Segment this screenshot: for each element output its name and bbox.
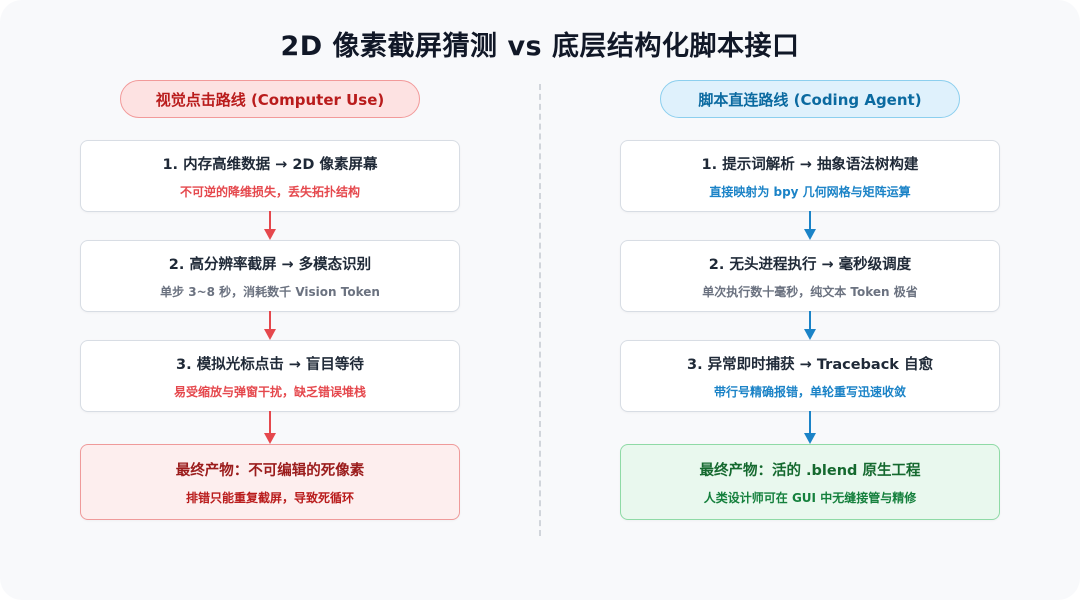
left-final-title: 最终产物：不可编辑的死像素 bbox=[175, 462, 365, 479]
left-final-note: 排错只能重复截屏，导致死循环 bbox=[185, 490, 354, 505]
left-arrow-2 bbox=[263, 311, 277, 341]
left-step-2: 2. 高分辨率截屏 → 多模态识别 单步 3~8 秒，消耗数千 Vision T… bbox=[80, 240, 460, 312]
right-step-2-title: 2. 无头进程执行 → 毫秒级调度 bbox=[708, 256, 912, 273]
right-step-3: 3. 异常即时捕获 → Traceback 自愈 带行号精确报错，单轮重写迅速收… bbox=[620, 340, 1000, 412]
right-arrow-2 bbox=[803, 311, 817, 341]
right-step-3-note: 带行号精确报错，单轮重写迅速收敛 bbox=[713, 384, 906, 399]
right-step-1-note: 直接映射为 bpy 几何网格与矩阵运算 bbox=[709, 184, 911, 199]
left-step-2-note: 单步 3~8 秒，消耗数千 Vision Token bbox=[160, 284, 380, 299]
right-route-header: 脚本直连路线 (Coding Agent) bbox=[660, 80, 960, 118]
center-divider bbox=[539, 84, 541, 536]
left-step-3: 3. 模拟光标点击 → 盲目等待 易受缩放与弹窗干扰，缺乏错误堆栈 bbox=[80, 340, 460, 412]
left-step-3-title: 3. 模拟光标点击 → 盲目等待 bbox=[176, 356, 364, 373]
left-step-1-note: 不可逆的降维损失，丢失拓扑结构 bbox=[179, 184, 360, 199]
right-final-note: 人类设计师可在 GUI 中无缝接管与精修 bbox=[703, 490, 917, 505]
right-final-title: 最终产物：活的 .blend 原生工程 bbox=[699, 462, 921, 479]
left-step-1-title: 1. 内存高维数据 → 2D 像素屏幕 bbox=[162, 156, 378, 173]
right-step-2-note: 单次执行数十毫秒，纯文本 Token 极省 bbox=[702, 284, 918, 299]
right-arrow-3 bbox=[803, 411, 817, 444]
left-route-header: 视觉点击路线 (Computer Use) bbox=[120, 80, 420, 118]
right-step-1-title: 1. 提示词解析 → 抽象语法树构建 bbox=[701, 156, 919, 173]
right-step-1: 1. 提示词解析 → 抽象语法树构建 直接映射为 bpy 几何网格与矩阵运算 bbox=[620, 140, 1000, 212]
diagram-title: 2D 像素截屏猜测 vs 底层结构化脚本接口 bbox=[280, 31, 800, 62]
left-step-3-note: 易受缩放与弹窗干扰，缺乏错误堆栈 bbox=[173, 384, 366, 399]
left-arrow-3 bbox=[263, 411, 277, 444]
right-final-result: 最终产物：活的 .blend 原生工程 人类设计师可在 GUI 中无缝接管与精修 bbox=[620, 444, 1000, 520]
right-step-2: 2. 无头进程执行 → 毫秒级调度 单次执行数十毫秒，纯文本 Token 极省 bbox=[620, 240, 1000, 312]
left-step-1: 1. 内存高维数据 → 2D 像素屏幕 不可逆的降维损失，丢失拓扑结构 bbox=[80, 140, 460, 212]
left-arrow-1 bbox=[263, 211, 277, 241]
right-arrow-1 bbox=[803, 211, 817, 241]
right-step-3-title: 3. 异常即时捕获 → Traceback 自愈 bbox=[686, 356, 933, 373]
left-step-2-title: 2. 高分辨率截屏 → 多模态识别 bbox=[168, 256, 372, 273]
left-final-result: 最终产物：不可编辑的死像素 排错只能重复截屏，导致死循环 bbox=[80, 444, 460, 520]
